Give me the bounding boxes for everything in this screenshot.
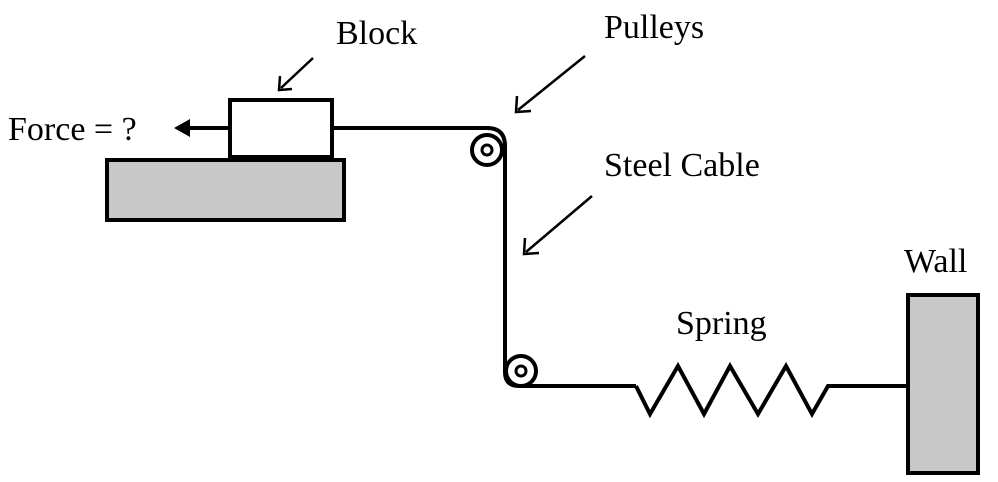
label-wall: Wall [904, 243, 967, 280]
block-pointer-arrow [277, 57, 314, 92]
top-pulley [470, 133, 504, 167]
label-pulleys: Pulleys [604, 9, 704, 46]
force-arrow-head [174, 119, 190, 137]
table-surface [105, 158, 346, 222]
cable-pointer-arrow [522, 195, 593, 256]
label-block: Block [336, 15, 417, 52]
bottom-pulley [504, 354, 538, 388]
label-spring: Spring [676, 305, 767, 342]
wall [906, 293, 980, 475]
spring [634, 361, 907, 419]
pulleys-pointer-arrow [514, 55, 586, 114]
label-force: Force = ? [8, 111, 137, 148]
label-steel-cable: Steel Cable [604, 147, 760, 184]
block [228, 98, 334, 159]
